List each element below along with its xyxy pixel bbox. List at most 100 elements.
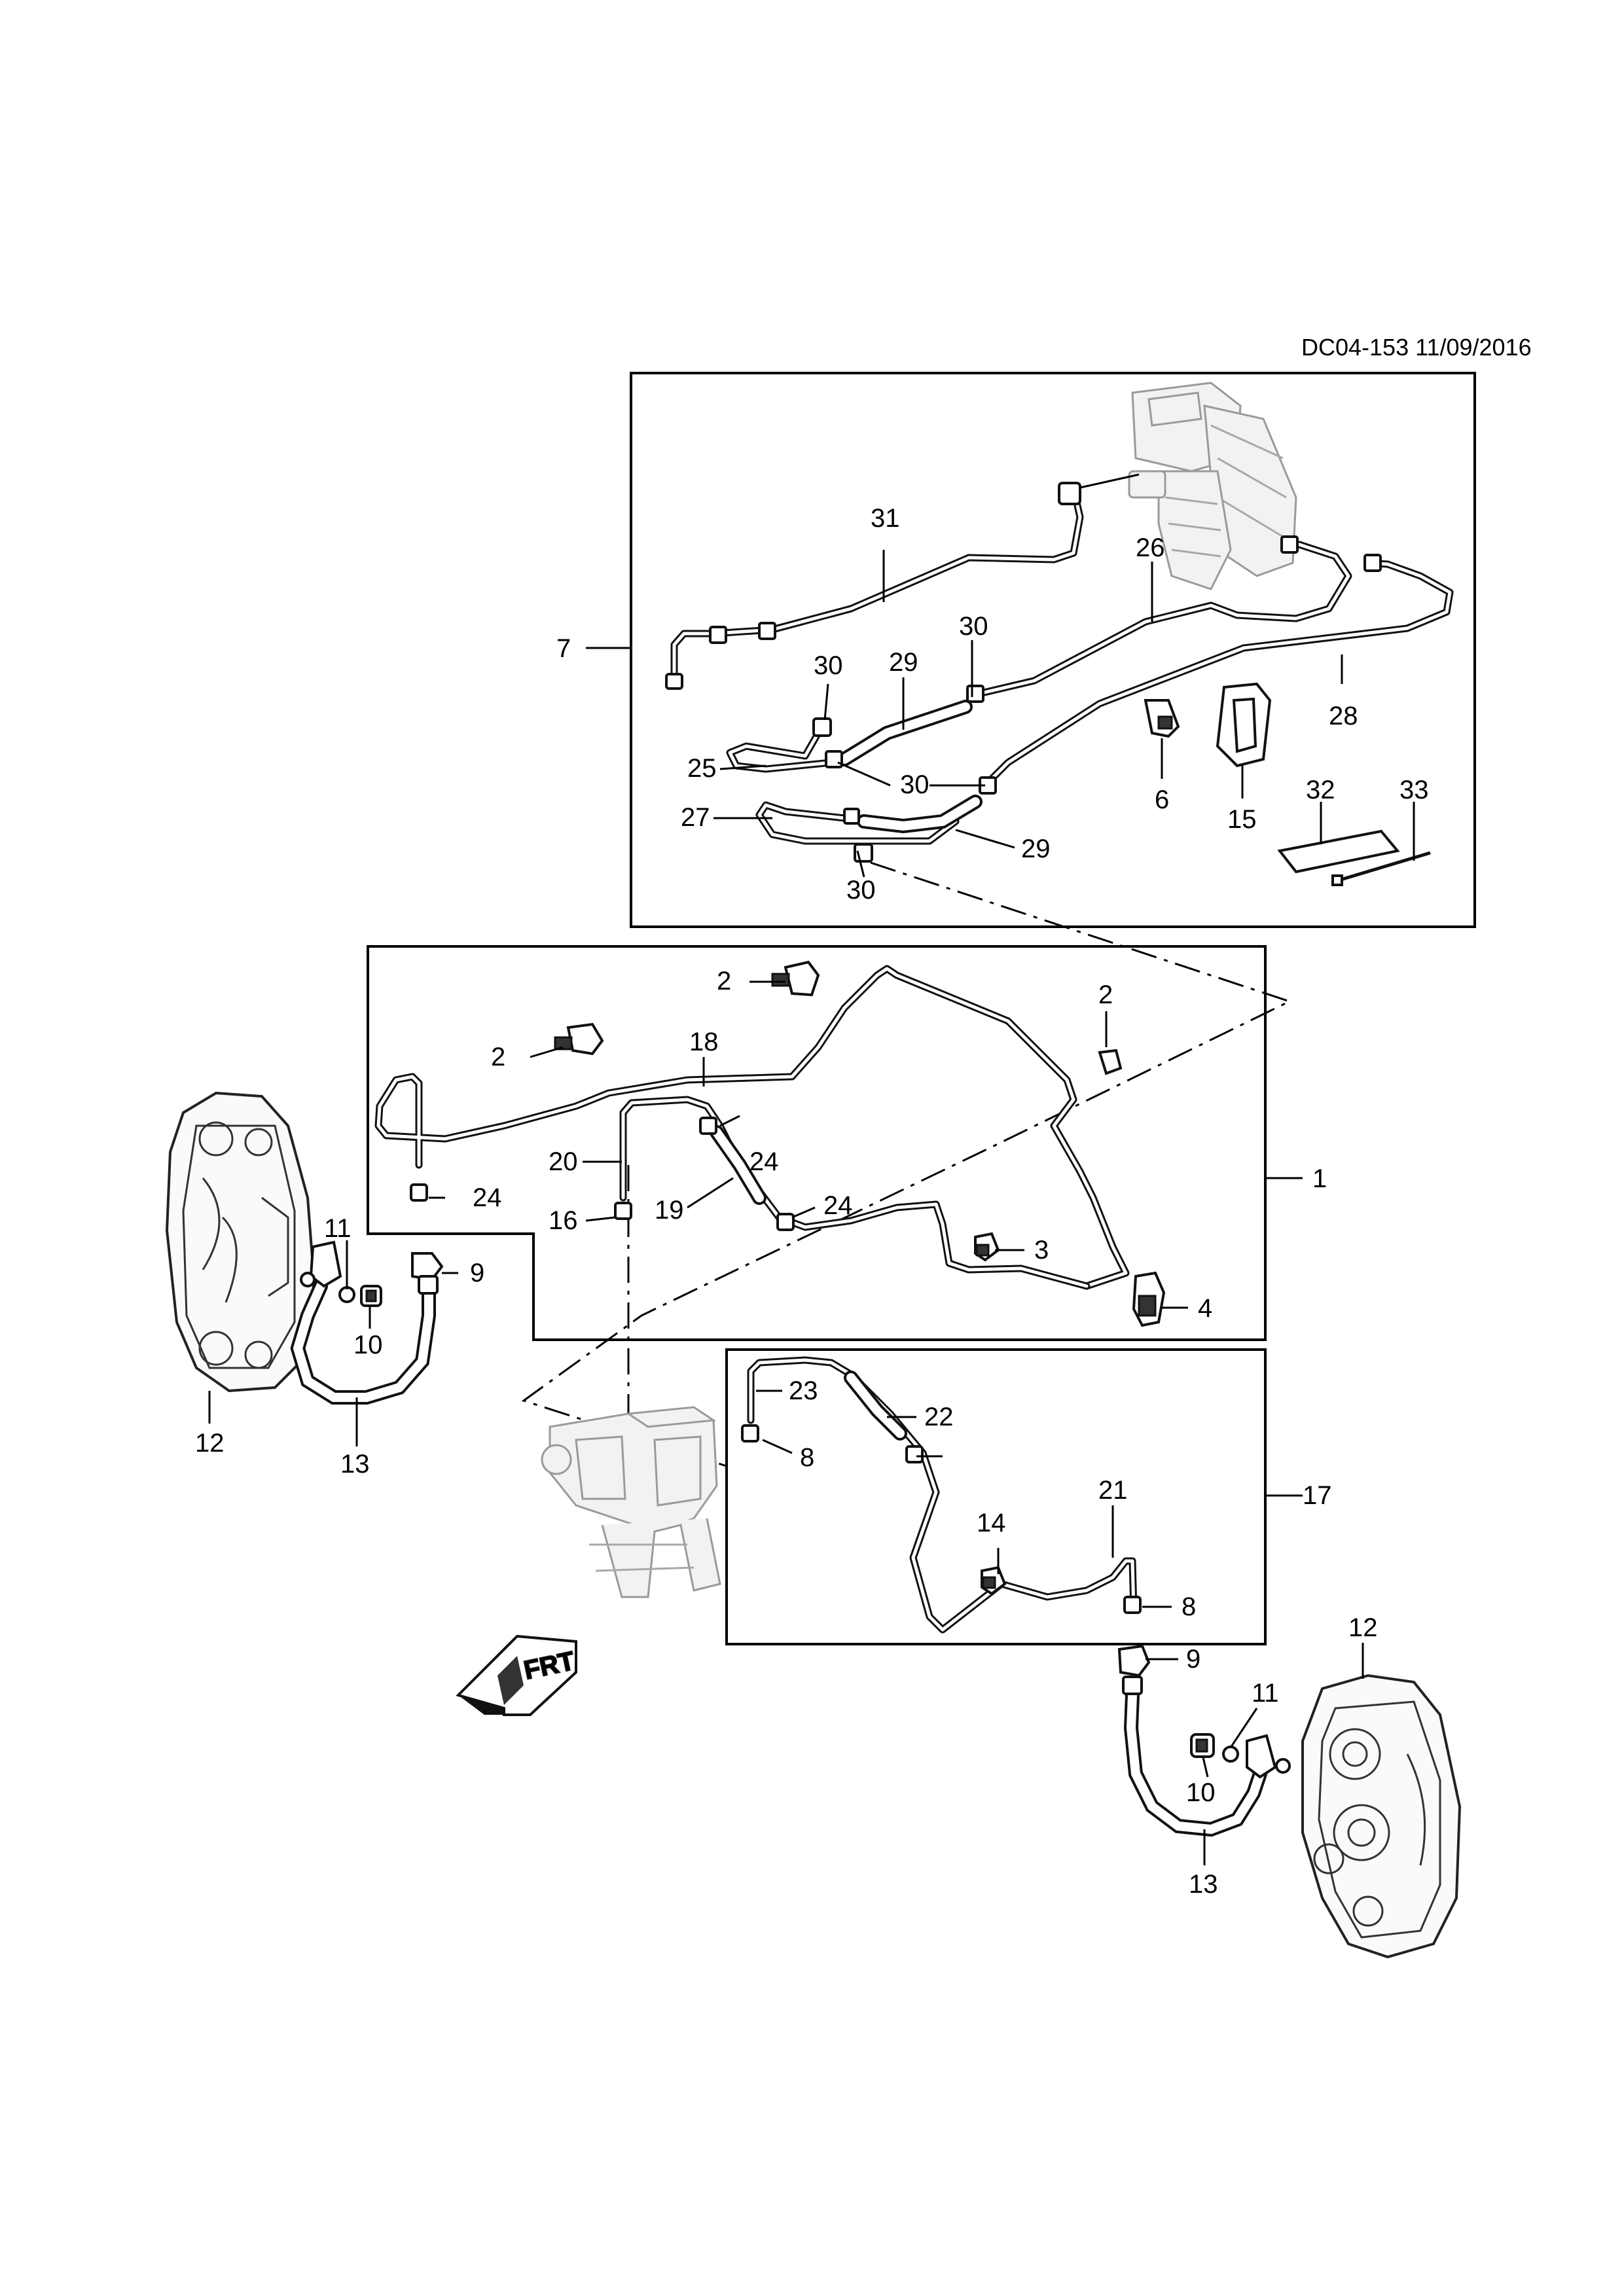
tie-strap-33 xyxy=(1331,851,1431,886)
bolt-10-left xyxy=(360,1285,382,1307)
callout-33: 33 xyxy=(1399,776,1429,804)
front-direction-arrow-icon: FRT xyxy=(456,1634,578,1716)
fitting-8 xyxy=(905,1445,924,1463)
callout-16: 16 xyxy=(549,1206,578,1235)
callout-2: 2 xyxy=(1098,980,1113,1009)
callout-18: 18 xyxy=(689,1028,719,1056)
brake-caliper-left xyxy=(165,1091,316,1393)
callout-6: 6 xyxy=(1155,785,1169,814)
callout-3: 3 xyxy=(1034,1236,1049,1265)
callout-14: 14 xyxy=(977,1509,1006,1537)
callout-labels: 7 31 26 30 30 29 25 30 27 29 30 6 15 28 … xyxy=(195,504,1429,1899)
washer-11-left xyxy=(338,1286,355,1303)
callout-8: 8 xyxy=(800,1443,814,1472)
brake-pipe-27 xyxy=(755,801,960,845)
clip-4 xyxy=(1132,1271,1166,1327)
callout-29: 29 xyxy=(889,648,918,677)
clip-6 xyxy=(1144,699,1180,738)
callout-24: 24 xyxy=(473,1183,502,1212)
assembly-centerlines xyxy=(521,861,1292,1467)
clip-9-left xyxy=(411,1252,444,1295)
banjo-fitting-left xyxy=(300,1240,342,1288)
diagram-id-stamp: DC04-153 11/09/2016 xyxy=(1301,334,1532,361)
callout-10: 10 xyxy=(353,1331,383,1359)
callout-30: 30 xyxy=(846,876,876,905)
callout-28: 28 xyxy=(1329,702,1358,730)
flex-hose-29-upper xyxy=(837,700,973,766)
callout-31: 31 xyxy=(871,504,900,533)
callout-12: 12 xyxy=(195,1429,225,1458)
group-frame-17 xyxy=(725,1348,1267,1645)
callout-8: 8 xyxy=(1182,1592,1196,1621)
grommet-15 xyxy=(1216,682,1272,768)
callout-10: 10 xyxy=(1186,1778,1216,1807)
callout-19: 19 xyxy=(655,1196,684,1225)
callout-4: 4 xyxy=(1198,1294,1212,1323)
group-frame-7 xyxy=(630,372,1476,928)
washer-11-right xyxy=(1222,1746,1239,1763)
brake-pipe-28 xyxy=(981,554,1454,789)
callout-23: 23 xyxy=(789,1376,818,1405)
callout-24: 24 xyxy=(823,1191,853,1220)
callout-30: 30 xyxy=(959,612,988,641)
callout-27: 27 xyxy=(681,803,710,832)
callout-26: 26 xyxy=(1136,533,1165,562)
clip-2 xyxy=(1098,1049,1123,1075)
callout-11: 11 xyxy=(1252,1679,1279,1708)
flex-hose-13-right xyxy=(1123,1688,1267,1837)
fitting-16 xyxy=(614,1202,632,1220)
callout-1: 1 xyxy=(1312,1164,1327,1193)
label-sheet-32 xyxy=(1277,829,1400,874)
fitting-8 xyxy=(741,1424,759,1443)
callout-32: 32 xyxy=(1306,776,1335,804)
callout-22: 22 xyxy=(924,1403,954,1431)
callout-2: 2 xyxy=(717,967,731,996)
fitting-24 xyxy=(776,1213,795,1231)
fitting-8 xyxy=(1123,1596,1142,1614)
callout-20: 20 xyxy=(549,1147,578,1176)
fitting-30 xyxy=(825,750,843,768)
fitting-24 xyxy=(699,1117,717,1135)
callout-24: 24 xyxy=(749,1147,779,1176)
brake-pipe-31 xyxy=(665,473,1140,690)
flex-hose-13-left xyxy=(290,1279,436,1405)
callout-12: 12 xyxy=(1348,1613,1378,1642)
clip-2 xyxy=(771,960,820,997)
callout-9: 9 xyxy=(470,1259,484,1287)
callout-17: 17 xyxy=(1303,1481,1332,1510)
flex-hose-29-lower xyxy=(857,795,983,834)
callout-2: 2 xyxy=(491,1043,505,1071)
brake-pipe-26 xyxy=(966,535,1352,703)
clip-14 xyxy=(981,1566,1007,1596)
callout-30: 30 xyxy=(900,770,929,799)
master-cylinder-booster xyxy=(1128,382,1297,590)
flex-hose-22 xyxy=(844,1371,907,1441)
clip-2 xyxy=(554,1022,604,1056)
leader-lines xyxy=(208,550,1415,1865)
abs-modulator-ghost xyxy=(541,1406,721,1598)
callout-25: 25 xyxy=(687,754,717,783)
callout-13: 13 xyxy=(340,1450,370,1479)
callout-13: 13 xyxy=(1189,1870,1218,1899)
brake-pipe-20-19 xyxy=(619,1096,1091,1290)
callout-7: 7 xyxy=(556,634,571,663)
fitting-30 xyxy=(843,808,860,825)
callout-29: 29 xyxy=(1021,834,1051,863)
callout-15: 15 xyxy=(1227,805,1257,834)
brake-pipe-18 xyxy=(374,965,1130,1290)
banjo-fitting-right xyxy=(1246,1734,1291,1779)
fitting-24 xyxy=(410,1183,428,1202)
bolt-10-right xyxy=(1190,1733,1215,1758)
clip-9-right xyxy=(1117,1644,1151,1695)
callout-21: 21 xyxy=(1098,1476,1128,1505)
callout-30: 30 xyxy=(814,651,843,680)
callout-11: 11 xyxy=(324,1214,352,1243)
flex-hose-19 xyxy=(710,1125,767,1205)
brake-pipe-23-21 xyxy=(747,1356,1138,1634)
brake-caliper-right xyxy=(1301,1674,1462,1959)
group-frame-1 xyxy=(367,945,1267,1341)
clip-3 xyxy=(974,1232,1000,1262)
callout-9: 9 xyxy=(1186,1645,1200,1674)
fitting-30 xyxy=(812,717,832,737)
